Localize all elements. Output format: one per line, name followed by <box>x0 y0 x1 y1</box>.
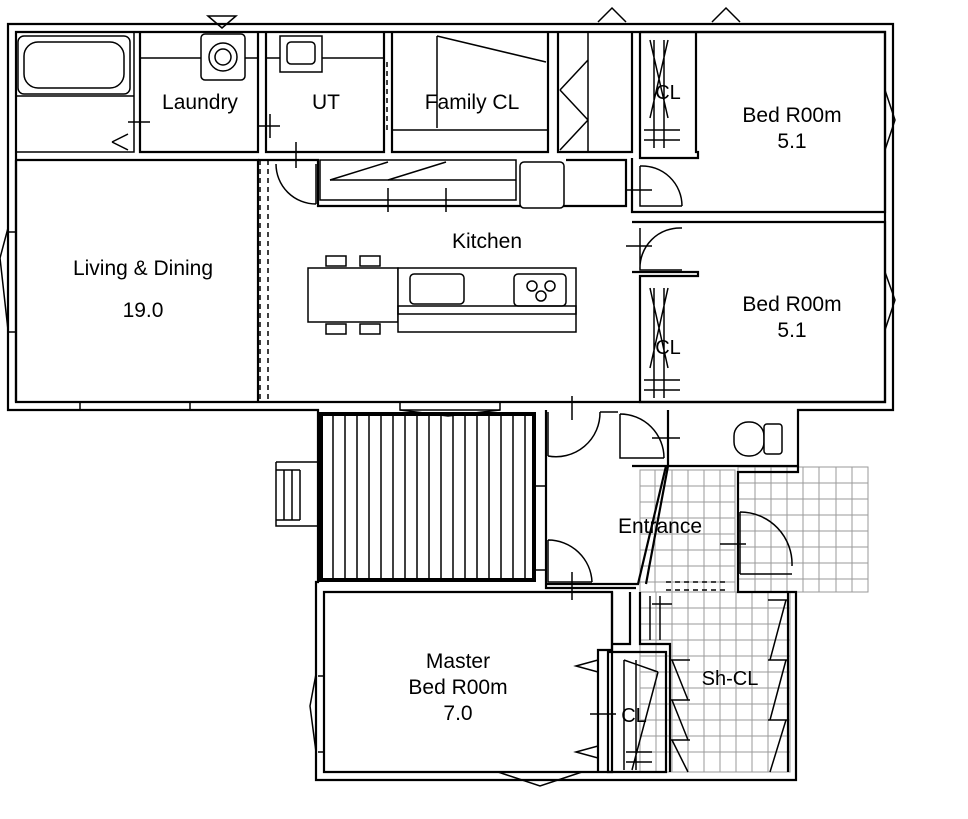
laundry-room <box>128 15 280 154</box>
label-cl-master: CL <box>621 705 647 727</box>
label-bed2-size: 5.1 <box>777 319 806 342</box>
label-entrance: Entrance <box>618 515 702 538</box>
label-bed2-name: Bed R00m <box>742 293 841 316</box>
shoe-closet <box>638 592 790 773</box>
label-cl-top: CL <box>655 82 681 104</box>
pantry-closet <box>556 6 634 154</box>
label-cl-mid: CL <box>655 337 681 359</box>
label-sh-cl: Sh-CL <box>702 668 759 690</box>
entrance-hall <box>544 396 798 600</box>
label-master-size: 7.0 <box>443 702 472 725</box>
label-family-cl: Family CL <box>425 91 520 114</box>
label-laundry: Laundry <box>162 91 238 114</box>
bathroom <box>16 31 135 153</box>
label-living: Living & Dining <box>73 257 213 280</box>
bedroom-2 <box>626 220 896 404</box>
ut-room <box>264 32 388 154</box>
porch-tiles <box>639 466 869 773</box>
living-dining-kitchen <box>0 142 628 417</box>
family-closet <box>390 32 550 154</box>
label-living-size: 19.0 <box>123 299 164 322</box>
label-kitchen: Kitchen <box>452 230 522 253</box>
bedroom-1 <box>626 6 896 214</box>
master-closet <box>606 650 668 774</box>
label-bed1-size: 5.1 <box>777 130 806 153</box>
label-bed1-name: Bed R00m <box>742 104 841 127</box>
deck <box>275 412 547 582</box>
label-ut: UT <box>312 91 340 114</box>
label-master-2: Bed R00m <box>408 676 507 699</box>
label-master-1: Master <box>426 650 490 673</box>
